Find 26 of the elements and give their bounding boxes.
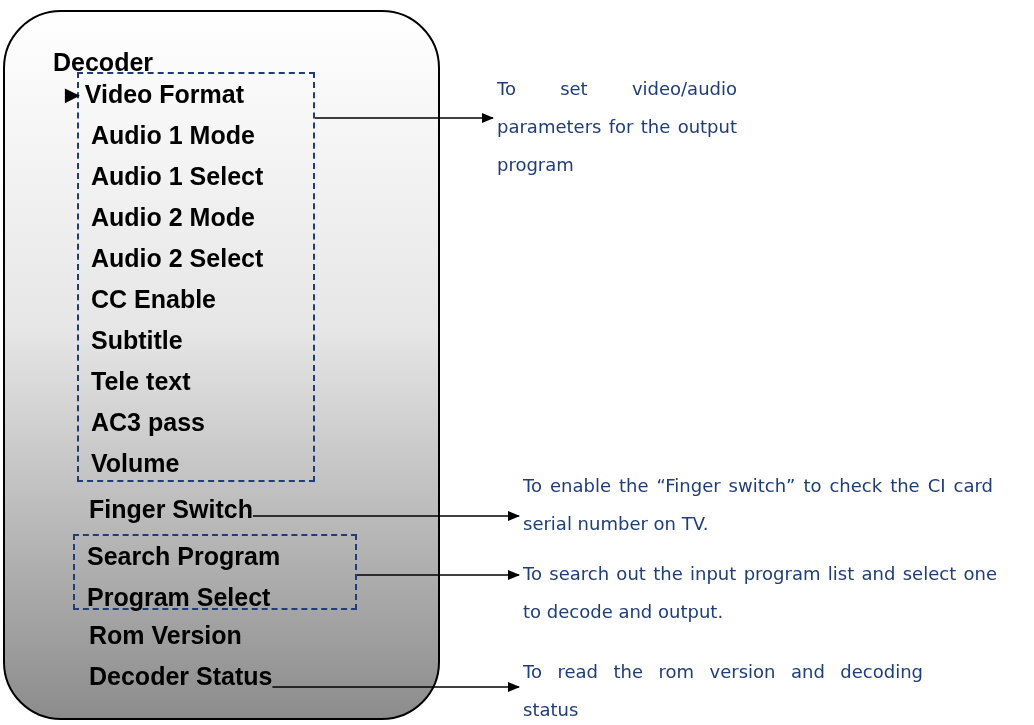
menu-item: Audio 2 Select bbox=[91, 243, 265, 274]
menu-item: Volume bbox=[91, 448, 181, 479]
arrow bbox=[271, 682, 520, 692]
arrow bbox=[314, 113, 494, 123]
menu-item: Audio 1 Select bbox=[91, 161, 265, 192]
note-text: To set video/audio parameters for the output program bbox=[497, 70, 737, 190]
menu-panel bbox=[3, 10, 440, 720]
menu-item: AC3 pass bbox=[91, 407, 206, 438]
menu-item: Program Select bbox=[87, 582, 272, 613]
menu-heading: Decoder bbox=[53, 47, 154, 78]
menu-item: Decoder Status bbox=[89, 656, 273, 698]
menu-item: Audio 1 Mode bbox=[91, 120, 256, 151]
arrow bbox=[252, 511, 520, 521]
menu-item: Rom Version bbox=[89, 615, 242, 657]
menu-item: Subtitle bbox=[91, 325, 184, 356]
menu-item: Finger Switch bbox=[89, 489, 253, 531]
arrow bbox=[356, 570, 520, 580]
menu-item: ►Video Format bbox=[60, 79, 246, 110]
note-text: To enable the “Finger switch” to check the CI card serial number on TV. bbox=[523, 467, 993, 547]
note-text: To search out the input program list and select one to decode and output. bbox=[523, 555, 997, 635]
menu-item: Audio 2 Mode bbox=[91, 202, 256, 233]
menu-item: Tele text bbox=[91, 366, 192, 397]
menu-item: Search Program bbox=[87, 541, 282, 572]
dashed-group-box bbox=[73, 534, 357, 610]
menu-item: CC Enable bbox=[91, 284, 218, 315]
note-text: To read the rom version and decoding status bbox=[523, 653, 923, 725]
